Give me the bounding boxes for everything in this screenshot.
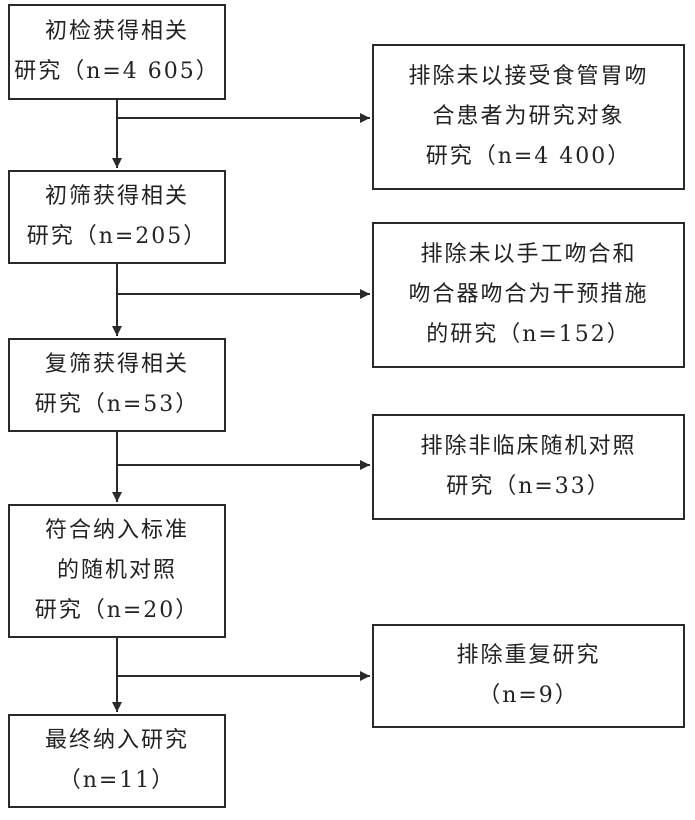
box-text-line: 吻合器吻合为干预措施 [408,282,649,307]
box-final-included: 最终纳入研究 （n=11） [8,714,226,808]
box-second-screen: 复筛获得相关 研究（n=53） [8,338,226,432]
box-exclude-intervention: 排除未以手工吻合和 吻合器吻合为干预措施 的研究（n=152） [372,222,685,368]
box-text-line: 初检获得相关 [44,19,189,44]
box-text-line: 研究（n=33） [446,474,611,499]
box-text-line: 的研究（n=152） [426,322,631,347]
box-text-line: 复筛获得相关 [44,352,189,377]
box-text-line: 排除非临床随机对照 [420,434,637,459]
box-first-screen: 初筛获得相关 研究（n=205） [8,170,226,264]
box-text-line: 排除重复研究 [456,643,601,668]
box-initial-search: 初检获得相关 研究（n=4 605） [8,4,226,100]
box-text-line: 排除未以手工吻合和 [420,242,637,267]
box-text-line: 符合纳入标准 [44,518,189,543]
box-text-line: 研究（n=20） [34,598,200,623]
box-text-line: 研究（n=53） [34,392,200,417]
box-text-line: 研究（n=4 400） [425,144,632,169]
box-text-line: 合患者为研究对象 [432,104,625,129]
box-text-line: （n=11） [58,768,176,793]
box-exclude-non-rct: 排除非临床随机对照 研究（n=33） [372,414,685,520]
box-text-line: 的随机对照 [56,558,177,583]
box-eligible-rct: 符合纳入标准 的随机对照 研究（n=20） [8,504,226,638]
box-text-line: 初筛获得相关 [44,184,189,209]
box-text-line: 研究（n=205） [26,224,208,249]
box-text-line: 排除未以接受食管胃吻 [408,64,649,89]
box-text-line: 最终纳入研究 [44,728,189,753]
box-text-line: 研究（n=4 605） [14,59,220,84]
box-text-line: （n=9） [478,683,579,708]
box-exclude-population: 排除未以接受食管胃吻 合患者为研究对象 研究（n=4 400） [372,44,685,190]
box-exclude-duplicates: 排除重复研究 （n=9） [372,624,685,728]
